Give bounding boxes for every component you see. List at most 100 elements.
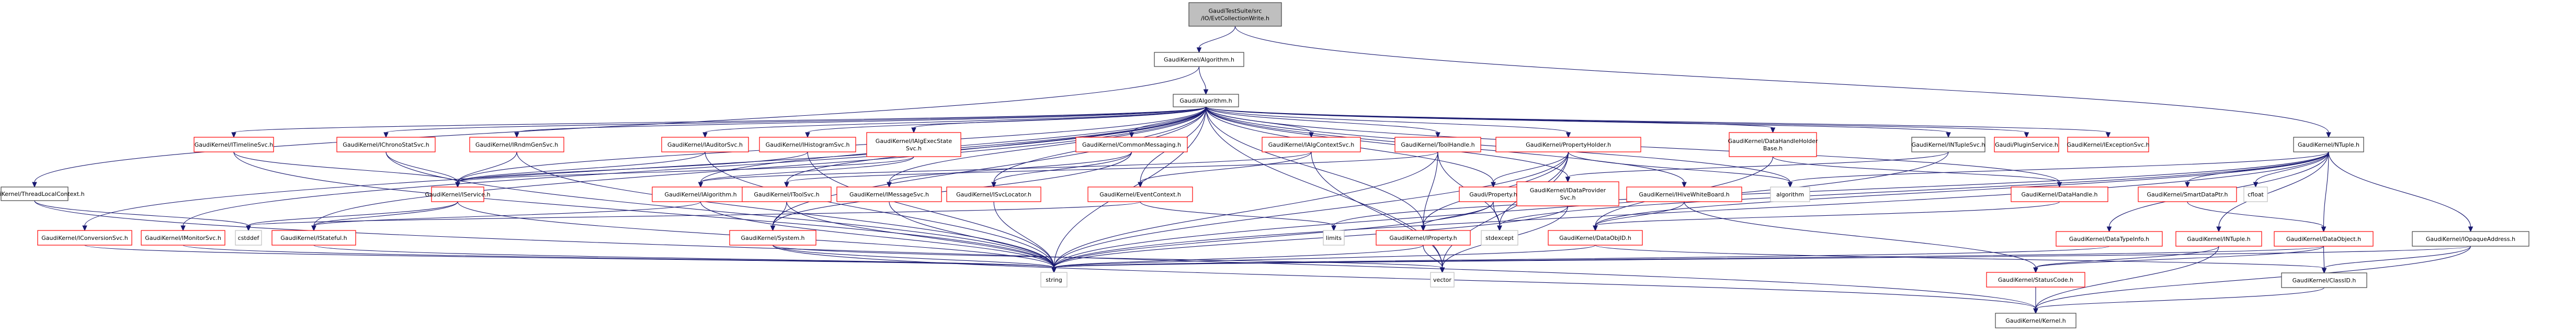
- node-box[interactable]: [235, 230, 262, 246]
- node-commonmsg[interactable]: GaudiKernel/CommonMessaging.h: [1075, 137, 1188, 152]
- node-box[interactable]: [1986, 272, 2085, 288]
- node-box[interactable]: [1626, 186, 1742, 202]
- node-box[interactable]: [1430, 272, 1455, 288]
- node-dataobjid[interactable]: GaudiKernel/DataObjID.h: [1548, 230, 1643, 246]
- node-iproperty[interactable]: GaudiKernel/IProperty.h: [1376, 230, 1471, 246]
- node-ihisto[interactable]: GaudiKernel/IHistogramSvc.h: [759, 137, 856, 152]
- node-box[interactable]: [661, 137, 749, 152]
- node-itoolsvc[interactable]: GaudiKernel/IToolSvc.h: [742, 186, 832, 202]
- node-propholder[interactable]: GaudiKernel/PropertyHolder.h: [1495, 137, 1641, 152]
- node-ntuple[interactable]: GaudiKernel/NTuple.h: [2293, 137, 2364, 152]
- node-itimeline[interactable]: GaudiKernel/ITimelineSvc.h: [194, 137, 274, 152]
- node-box[interactable]: [1075, 137, 1188, 152]
- node-classid[interactable]: GaudiKernel/ClassID.h: [2281, 272, 2367, 288]
- node-toolhandle[interactable]: GaudiKernel/ToolHandle.h: [1394, 137, 1481, 152]
- node-box[interactable]: [2056, 231, 2163, 247]
- node-limits[interactable]: limits: [1323, 230, 1345, 246]
- node-box[interactable]: [2138, 186, 2237, 202]
- node-box[interactable]: [1516, 181, 1619, 206]
- node-iservice[interactable]: GaudiKernel/IService.h: [425, 186, 491, 202]
- node-iopaque[interactable]: GaudiKernel/IOpaqueAddress.h: [2412, 231, 2529, 247]
- node-box[interactable]: [1495, 137, 1641, 152]
- node-system[interactable]: GaudiKernel/System.h: [729, 230, 816, 246]
- node-imonitor[interactable]: GaudiKernel/IMonitorSvc.h: [141, 230, 225, 246]
- node-box[interactable]: [1323, 230, 1345, 246]
- node-box[interactable]: [836, 186, 942, 202]
- node-root[interactable]: GaudiTestSuite/src/IO/EvtCollectionWrite…: [1188, 2, 1282, 27]
- node-iauditor[interactable]: GaudiKernel/IAuditorSvc.h: [661, 137, 749, 152]
- node-box[interactable]: [1262, 137, 1361, 152]
- node-box[interactable]: [1481, 230, 1518, 246]
- node-smartdataptr[interactable]: GaudiKernel/SmartDataPtr.h: [2138, 186, 2237, 202]
- node-box[interactable]: [194, 137, 274, 152]
- node-iconversion[interactable]: GaudiKernel/IConversionSvc.h: [37, 230, 132, 246]
- node-statuscode[interactable]: GaudiKernel/StatusCode.h: [1986, 272, 2085, 288]
- node-g-algorithm[interactable]: Gaudi/Algorithm.h: [1173, 94, 1239, 107]
- node-box[interactable]: [1548, 230, 1643, 246]
- node-kernel[interactable]: GaudiKernel/Kernel.h: [1995, 313, 2076, 328]
- node-ichrono[interactable]: GaudiKernel/IChronoStatSvc.h: [336, 137, 436, 152]
- node-box[interactable]: [431, 186, 484, 202]
- node-box[interactable]: [2175, 231, 2262, 247]
- node-box[interactable]: [2243, 186, 2268, 202]
- node-box[interactable]: [2412, 231, 2529, 247]
- node-intuple[interactable]: GaudiKernel/INTuple.h: [2175, 231, 2262, 247]
- node-box[interactable]: [1394, 137, 1481, 152]
- node-dataobject[interactable]: GaudiKernel/DataObject.h: [2274, 231, 2374, 247]
- node-box[interactable]: [1994, 137, 2059, 152]
- node-box[interactable]: [1911, 137, 1985, 152]
- node-cstddef[interactable]: cstddef: [235, 230, 262, 246]
- node-box[interactable]: [652, 186, 750, 202]
- node-box[interactable]: [1040, 272, 1068, 288]
- node-algorithm-std[interactable]: algorithm: [1770, 186, 1810, 202]
- node-ialgctx[interactable]: GaudiKernel/IAlgContextSvc.h: [1262, 137, 1361, 152]
- node-box[interactable]: [1995, 313, 2076, 328]
- node-box[interactable]: [1154, 52, 1244, 67]
- node-box[interactable]: [141, 230, 225, 246]
- node-box[interactable]: [1459, 186, 1528, 202]
- node-box[interactable]: [2281, 272, 2367, 288]
- node-irndm[interactable]: GaudiKernel/IRndmGenSvc.h: [469, 137, 564, 152]
- node-box[interactable]: [1376, 230, 1471, 246]
- node-intuplesvc[interactable]: GaudiKernel/INTupleSvc.h: [1911, 137, 1985, 152]
- node-box[interactable]: [37, 230, 132, 246]
- node-ialgorithm[interactable]: GaudiKernel/IAlgorithm.h: [652, 186, 750, 202]
- node-box[interactable]: [2293, 137, 2364, 152]
- node-stdexcept[interactable]: stdexcept: [1481, 230, 1518, 246]
- node-box[interactable]: [271, 230, 356, 246]
- node-iexception[interactable]: GaudiKernel/IExceptionSvc.h: [2067, 137, 2150, 152]
- node-box[interactable]: [1188, 2, 1282, 27]
- node-box[interactable]: [2274, 231, 2374, 247]
- node-string[interactable]: string: [1040, 272, 1068, 288]
- node-threadlocal[interactable]: GaudiKernel/ThreadLocalContext.h: [0, 186, 85, 201]
- node-box[interactable]: [1173, 94, 1239, 107]
- node-box[interactable]: [1, 186, 69, 201]
- node-box[interactable]: [742, 186, 832, 202]
- node-box[interactable]: [729, 230, 816, 246]
- node-box[interactable]: [1770, 186, 1810, 202]
- node-box[interactable]: [336, 137, 436, 152]
- node-istateful[interactable]: GaudiKernel/IStateful.h: [271, 230, 356, 246]
- node-box[interactable]: [866, 132, 961, 157]
- node-ihivewb[interactable]: GaudiKernel/IHiveWhiteBoard.h: [1626, 186, 1742, 202]
- node-box[interactable]: [2067, 137, 2149, 152]
- node-vector[interactable]: vector: [1430, 272, 1455, 288]
- node-g-property[interactable]: Gaudi/Property.h: [1459, 186, 1528, 202]
- node-datatypeinfo[interactable]: GaudiKernel/DataTypeInfo.h: [2056, 231, 2163, 247]
- node-plugin[interactable]: Gaudi/PluginService.h: [1994, 137, 2059, 152]
- node-box[interactable]: [1729, 132, 1817, 157]
- node-cfloat[interactable]: cfloat: [2243, 186, 2268, 202]
- node-imessagesvc[interactable]: GaudiKernel/IMessageSvc.h: [836, 186, 942, 202]
- node-box[interactable]: [946, 186, 1041, 202]
- node-box[interactable]: [2011, 186, 2108, 202]
- node-box[interactable]: [1087, 186, 1193, 202]
- node-gk-algorithm[interactable]: GaudiKernel/Algorithm.h: [1154, 52, 1244, 67]
- node-box[interactable]: [469, 137, 564, 152]
- node-box[interactable]: [759, 137, 856, 152]
- node-datahandle[interactable]: GaudiKernel/DataHandle.h: [2011, 186, 2108, 202]
- node-isvclocator[interactable]: GaudiKernel/ISvcLocator.h: [946, 186, 1041, 202]
- node-eventcontext[interactable]: GaudiKernel/EventContext.h: [1087, 186, 1193, 202]
